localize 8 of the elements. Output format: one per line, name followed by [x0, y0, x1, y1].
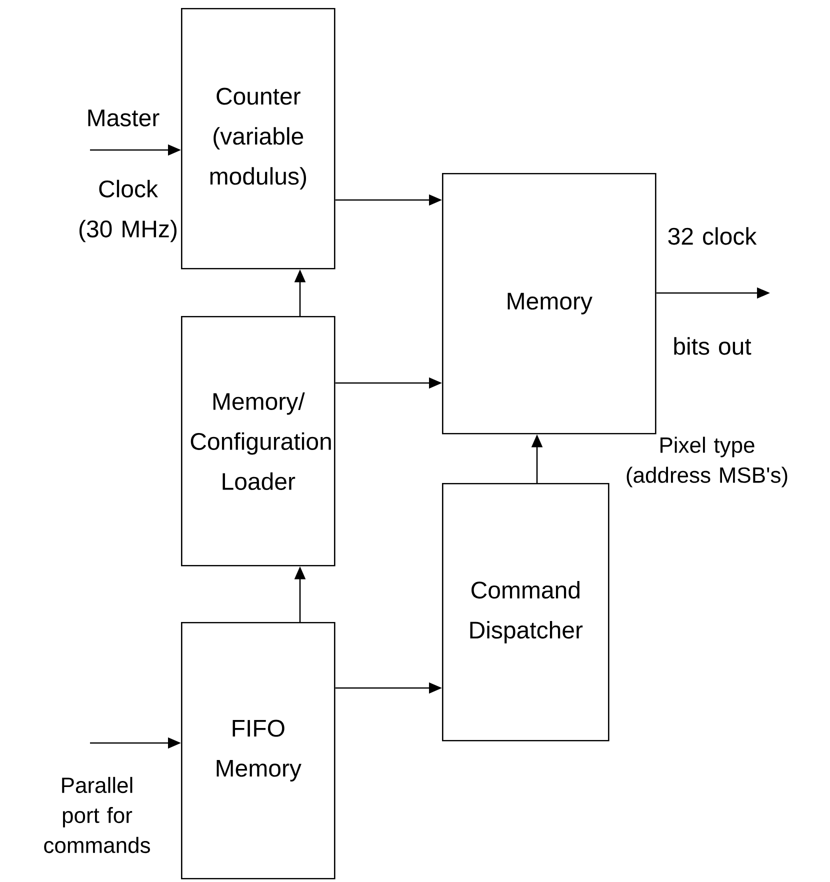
- block-box: Counter (variable modulus): [181, 8, 336, 270]
- block-box: Memory/ Configuration Loader: [181, 316, 336, 566]
- block-box: Command Dispatcher: [442, 483, 610, 742]
- block-box: Memory: [442, 173, 656, 434]
- block-box: FIFO Memory: [181, 622, 336, 880]
- edge-label: Pixel type (address MSB's): [626, 436, 788, 488]
- signal-label: Master: [88, 110, 160, 126]
- edge-label: Parallel port for commands: [44, 776, 150, 854]
